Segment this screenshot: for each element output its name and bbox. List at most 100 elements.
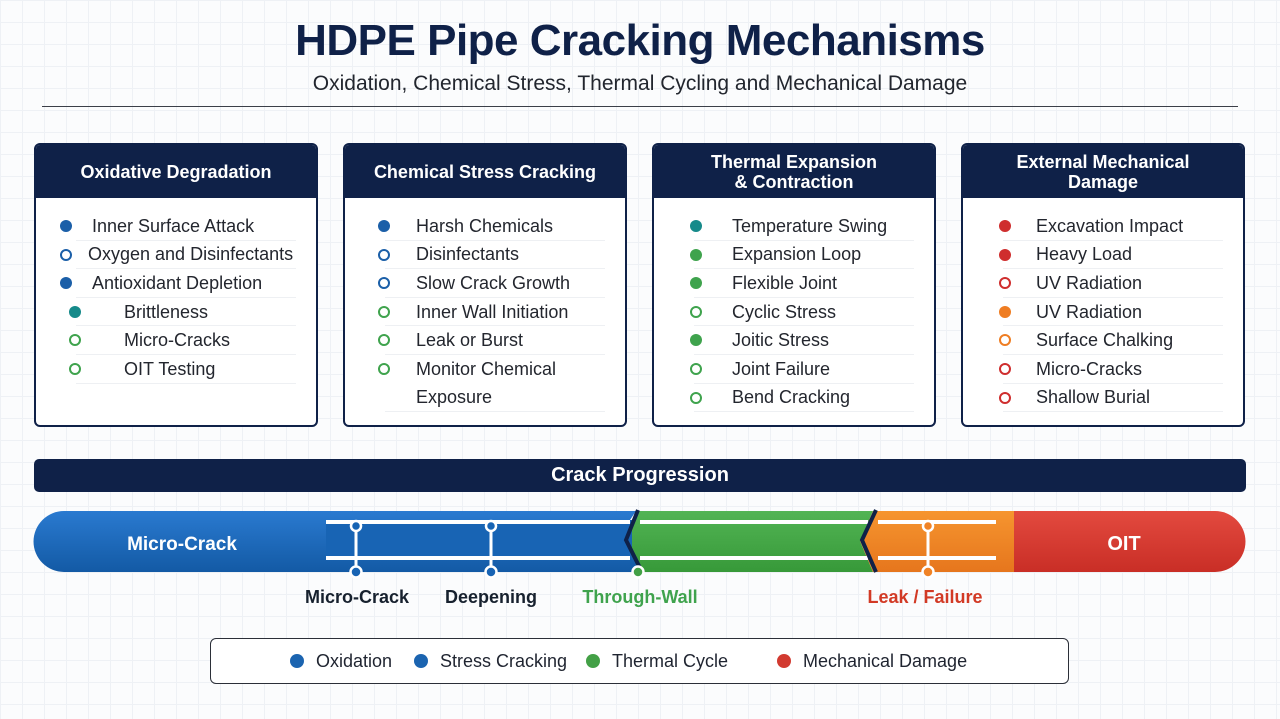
crack-progression-title: Crack Progression [551,464,729,486]
title-divider [42,106,1238,107]
list-item-label: Slow Crack Growth [416,272,571,293]
list-item: Temperature Swing [654,212,934,241]
list-item-label: Monitor Chemical [416,358,557,379]
list-item: Micro-Cracks [36,326,316,355]
list-item-label: UV Radiation [1036,272,1143,293]
list-item-label: Temperature Swing [732,215,888,236]
crack-progression-diagram: Micro-Crack OIT [33,509,1246,579]
page-title: HDPE Pipe Cracking Mechanisms [295,16,985,65]
ring-bullet-icon [378,362,390,375]
list-item-label: Bend Cracking [732,387,851,408]
list-item-label: Oxygen and Disinfectants [88,244,294,265]
panel-title: Oxidative Degradation [36,145,316,198]
legend-label-oxidation: Oxidation [316,651,393,671]
panel-thermal-expansion: Thermal Expansion& Contraction Temperatu… [652,143,936,427]
list-item: Bend Cracking [654,384,934,413]
ring-bullet-icon [60,248,72,261]
legend-dot-mechanical-damage [777,654,791,668]
list-item-label: Inner Surface Attack [92,215,255,236]
list-item: Heavy Load [963,241,1243,270]
list-item-label: Flexible Joint [732,272,838,293]
list-item: Monitor Chemical [345,355,625,384]
stage-label-deepening: Deepening [444,587,538,607]
legend-dot-oxidation [290,654,304,668]
list-item-label: Shallow Burial [1036,387,1151,408]
dot-bullet-icon [60,277,72,290]
stage-marker-bottom [484,565,498,579]
list-item: Harsh Chemicals [345,212,625,241]
list-item-label: Exposure [416,387,493,408]
list-item: Brittleness [36,298,316,327]
list-item: Slow Crack Growth [345,269,625,298]
list-item: Joitic Stress [654,326,934,355]
list-item: Surface Chalking [963,326,1243,355]
list-item-label: Heavy Load [1036,244,1133,265]
progress-start-label: Micro-Crack [127,534,237,555]
list-item-label: OIT Testing [124,358,216,379]
list-item: Exposure [345,384,625,413]
list-item: Expansion Loop [654,241,934,270]
dot-bullet-icon [999,248,1011,261]
list-item: Flexible Joint [654,269,934,298]
crack-progression-header: Crack Progression [34,459,1246,492]
list-item-label: Disinfectants [416,244,520,265]
ring-bullet-icon [69,362,81,375]
panel-oxidative-degradation: Oxidative Degradation Inner Surface Atta… [34,143,318,427]
list-item: UV Radiation [963,298,1243,327]
dot-bullet-icon [378,220,390,232]
list-item-label: Expansion Loop [732,244,862,265]
list-item-label: Inner Wall Initiation [416,301,569,322]
pipe-channel [326,520,632,559]
stage-marker-bottom [349,565,363,579]
panel-title: Chemical Stress Cracking [345,145,625,198]
list-item-label: UV Radiation [1036,301,1143,322]
stage-label-micro-crack: Micro-Crack [304,587,410,607]
legend-label-stress-cracking: Stress Cracking [440,651,568,671]
list-item-label: Joint Failure [732,358,831,379]
crack-chevron-left [623,509,644,573]
list-item-label: Antioxidant Depletion [92,272,263,293]
stage-marker-bottom [921,565,935,579]
ring-bullet-icon [378,334,390,347]
list-item-label: Leak or Burst [416,330,524,351]
ring-bullet-icon [690,362,702,375]
stage-label-through-wall: Through-Wall [582,587,698,607]
dot-bullet-icon [60,220,72,232]
page-subtitle: Oxidation, Chemical Stress, Thermal Cycl… [312,72,968,95]
stage-marker-top [921,519,935,533]
panel-title: Thermal Expansion& Contraction [654,145,934,198]
list-item: Inner Wall Initiation [345,298,625,327]
dot-bullet-icon [999,220,1011,232]
panel-chemical-stress-cracking: Chemical Stress Cracking Harsh Chemicals… [343,143,627,427]
list-item: Excavation Impact [963,212,1243,241]
ring-bullet-icon [999,334,1011,347]
ring-bullet-icon [378,277,390,290]
legend: Oxidation Stress Cracking Thermal Cycle … [210,638,1069,684]
legend-label-thermal-cycle: Thermal Cycle [612,651,729,671]
list-item-label: Surface Chalking [1036,330,1174,351]
list-item-label: Harsh Chemicals [416,215,554,236]
list-item-label: Joitic Stress [732,330,830,351]
progress-segment-oit [1014,511,1246,572]
list-item: Shallow Burial [963,384,1243,413]
legend-label-mechanical-damage: Mechanical Damage [803,651,968,671]
list-item: Oxygen and Disinfectants [36,241,316,270]
ring-bullet-icon [69,334,81,347]
ring-bullet-icon [999,362,1011,375]
ring-bullet-icon [378,248,390,261]
ring-bullet-icon [999,391,1011,404]
list-item-label: Micro-Cracks [1036,358,1142,379]
list-item: Leak or Burst [345,326,625,355]
ring-bullet-icon [690,305,702,318]
ring-bullet-icon [690,391,702,404]
list-item-label: Excavation Impact [1036,215,1184,236]
list-item: Joint Failure [654,355,934,384]
dot-bullet-icon [999,305,1011,318]
list-item: Micro-Cracks [963,355,1243,384]
